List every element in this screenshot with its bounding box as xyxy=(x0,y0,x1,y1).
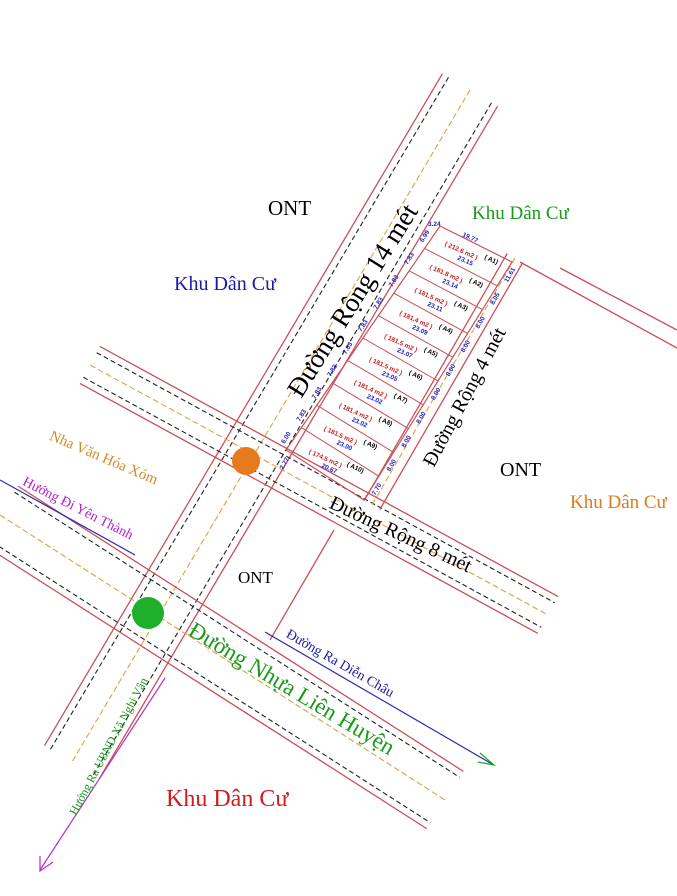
lot-10[interactable]: ( 174.5 m2 )20.67( A10)6.007.70 xyxy=(280,427,383,497)
dim-top-corner: 3.24 xyxy=(428,221,441,228)
lot-back-width: 8.00 xyxy=(401,434,414,449)
ont-label-center: ONT xyxy=(238,568,274,587)
boundary-line xyxy=(559,267,677,331)
lot-back-width: 8.00 xyxy=(430,387,443,402)
intersection-marker xyxy=(132,597,164,629)
lot-id: ( A4) xyxy=(438,323,454,335)
arrow-to-ubnd xyxy=(39,677,166,873)
road-8m xyxy=(79,345,559,635)
cultural-house-label: Nha Văn Hóa Xóm xyxy=(47,428,160,488)
khu-dan-cu-red: Khu Dân Cư xyxy=(166,786,289,812)
ont-label-right: ONT xyxy=(500,459,541,481)
lot-back-width: 8.00 xyxy=(415,410,428,425)
lot-id: ( A10) xyxy=(346,461,365,475)
lot-back-width: 8.05 xyxy=(489,291,502,306)
road-4m xyxy=(363,253,524,510)
road-8m-label: Đường Rộng 8 mét xyxy=(326,492,475,577)
dim-top-edge: 19.77 xyxy=(461,231,479,244)
cultural-house-marker xyxy=(232,447,260,475)
khu-dan-cu-green: Khu Dân Cư xyxy=(472,203,570,224)
lot-id: ( A9) xyxy=(362,439,378,451)
road-14m xyxy=(43,73,499,779)
lot-block-outline xyxy=(285,225,513,501)
road-network xyxy=(0,73,559,830)
ont-label-top: ONT xyxy=(268,196,311,220)
lot-id: ( A2) xyxy=(468,277,484,289)
boundary-line xyxy=(519,261,677,349)
khu-dan-cu-blue: Khu Dân Cư xyxy=(174,273,277,295)
road-main xyxy=(0,485,464,830)
parcel-boundaries xyxy=(269,261,677,641)
khu-dan-cu-orange: Khu Dân Cư xyxy=(570,492,668,513)
lot-id: ( A1) xyxy=(483,254,499,266)
lot-id: ( A3) xyxy=(453,300,469,312)
to-ubnd-label: Hướng Ra UBND Xã Nghi Vân xyxy=(66,675,150,817)
lot-back-width: 8.00 xyxy=(445,363,458,378)
arrow-to-dien-chau xyxy=(264,631,497,767)
boundary-line xyxy=(269,529,335,641)
yen-thanh-underline xyxy=(0,479,136,556)
lot-back-width: 8.00 xyxy=(460,339,473,354)
